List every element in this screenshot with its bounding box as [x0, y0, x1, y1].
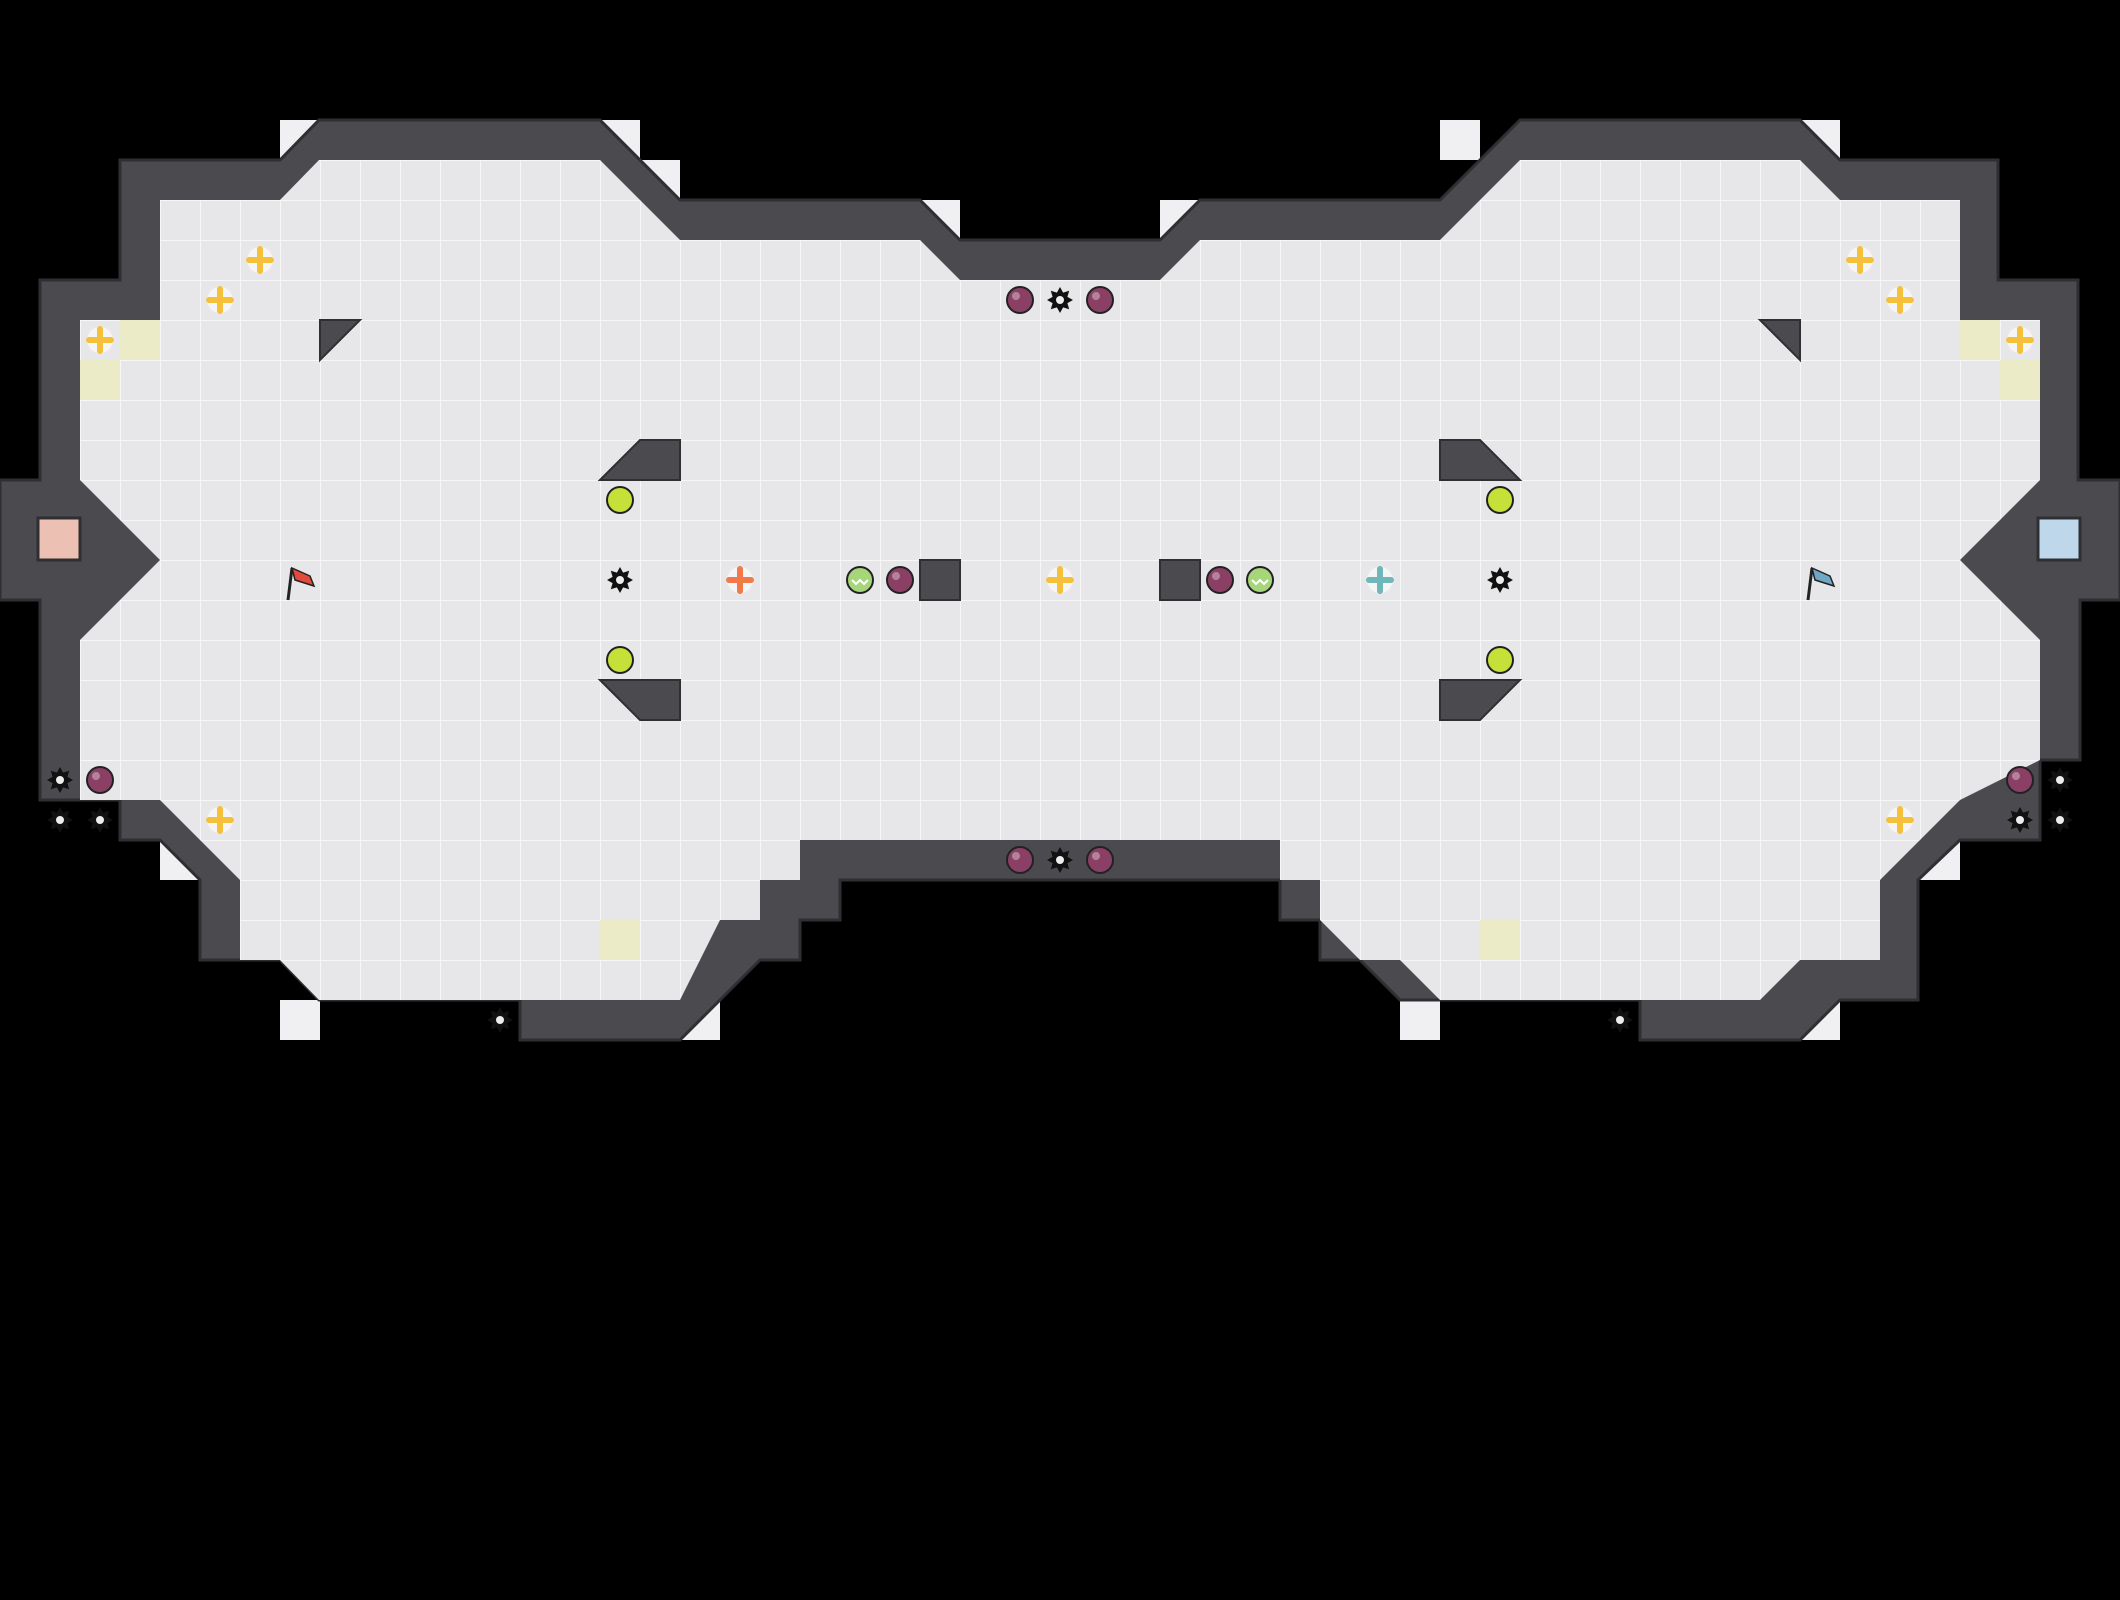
bomb-icon — [1006, 286, 1034, 314]
powerup-icon — [606, 646, 634, 674]
block-obstacle — [919, 559, 961, 601]
boost-pad-tile — [1480, 920, 1520, 960]
bomb-icon — [1086, 286, 1114, 314]
boost-icon — [206, 806, 234, 834]
powerup-icon — [1486, 646, 1514, 674]
bomb-icon — [86, 766, 114, 794]
spike-icon — [47, 767, 73, 793]
spike-icon — [1607, 1007, 1633, 1033]
angled-obstacle — [319, 319, 363, 363]
boost-icon — [1846, 246, 1874, 274]
powerup-icon — [1486, 486, 1514, 514]
spike-icon — [1047, 847, 1073, 873]
angled-obstacle — [1439, 679, 1523, 721]
bomb-icon — [1206, 566, 1234, 594]
boost-icon — [2006, 326, 2034, 354]
red-flag-icon — [286, 566, 316, 601]
bomb-icon — [886, 566, 914, 594]
angled-obstacle — [597, 679, 681, 721]
bomb-icon — [1086, 846, 1114, 874]
spike-icon — [87, 807, 113, 833]
powerup-icon — [606, 486, 634, 514]
bomb-icon — [2006, 766, 2034, 794]
boost-pad-tile — [120, 320, 160, 360]
boost-pad-tile — [1960, 320, 2000, 360]
boost-icon — [86, 326, 114, 354]
angled-obstacle — [597, 439, 681, 481]
boost-icon — [1886, 806, 1914, 834]
outer-corner-tile — [1440, 120, 1480, 160]
outer-corner-tile — [280, 1000, 320, 1040]
boost-pad-tile — [2000, 360, 2040, 400]
spike-icon — [487, 1007, 513, 1033]
boost-icon — [1366, 566, 1394, 594]
gate-icon — [1246, 566, 1274, 594]
boost-zones — [36, 320, 2082, 960]
spike-icon — [607, 567, 633, 593]
boost-icon — [1046, 566, 1074, 594]
bomb-icon — [1006, 846, 1034, 874]
boost-icon — [1886, 286, 1914, 314]
gate-icon — [846, 566, 874, 594]
spike-icon — [1047, 287, 1073, 313]
boost-pad-tile — [600, 920, 640, 960]
outer-corner-tile — [1400, 1000, 1440, 1040]
spike-icon — [1487, 567, 1513, 593]
blue-endzone — [2036, 516, 2082, 562]
boost-icon — [726, 566, 754, 594]
spike-icon — [2047, 807, 2073, 833]
angled-obstacle — [1757, 319, 1801, 363]
spike-icon — [2007, 807, 2033, 833]
block-obstacle — [1159, 559, 1201, 601]
boost-pad-tile — [80, 360, 120, 400]
map-items — [47, 246, 2073, 1033]
obstacles — [319, 319, 1801, 721]
spike-icon — [47, 807, 73, 833]
red-endzone — [36, 516, 82, 562]
boost-icon — [206, 286, 234, 314]
boost-icon — [246, 246, 274, 274]
blue-flag-icon — [1806, 566, 1836, 601]
angled-obstacle — [1439, 439, 1523, 481]
spike-icon — [2047, 767, 2073, 793]
